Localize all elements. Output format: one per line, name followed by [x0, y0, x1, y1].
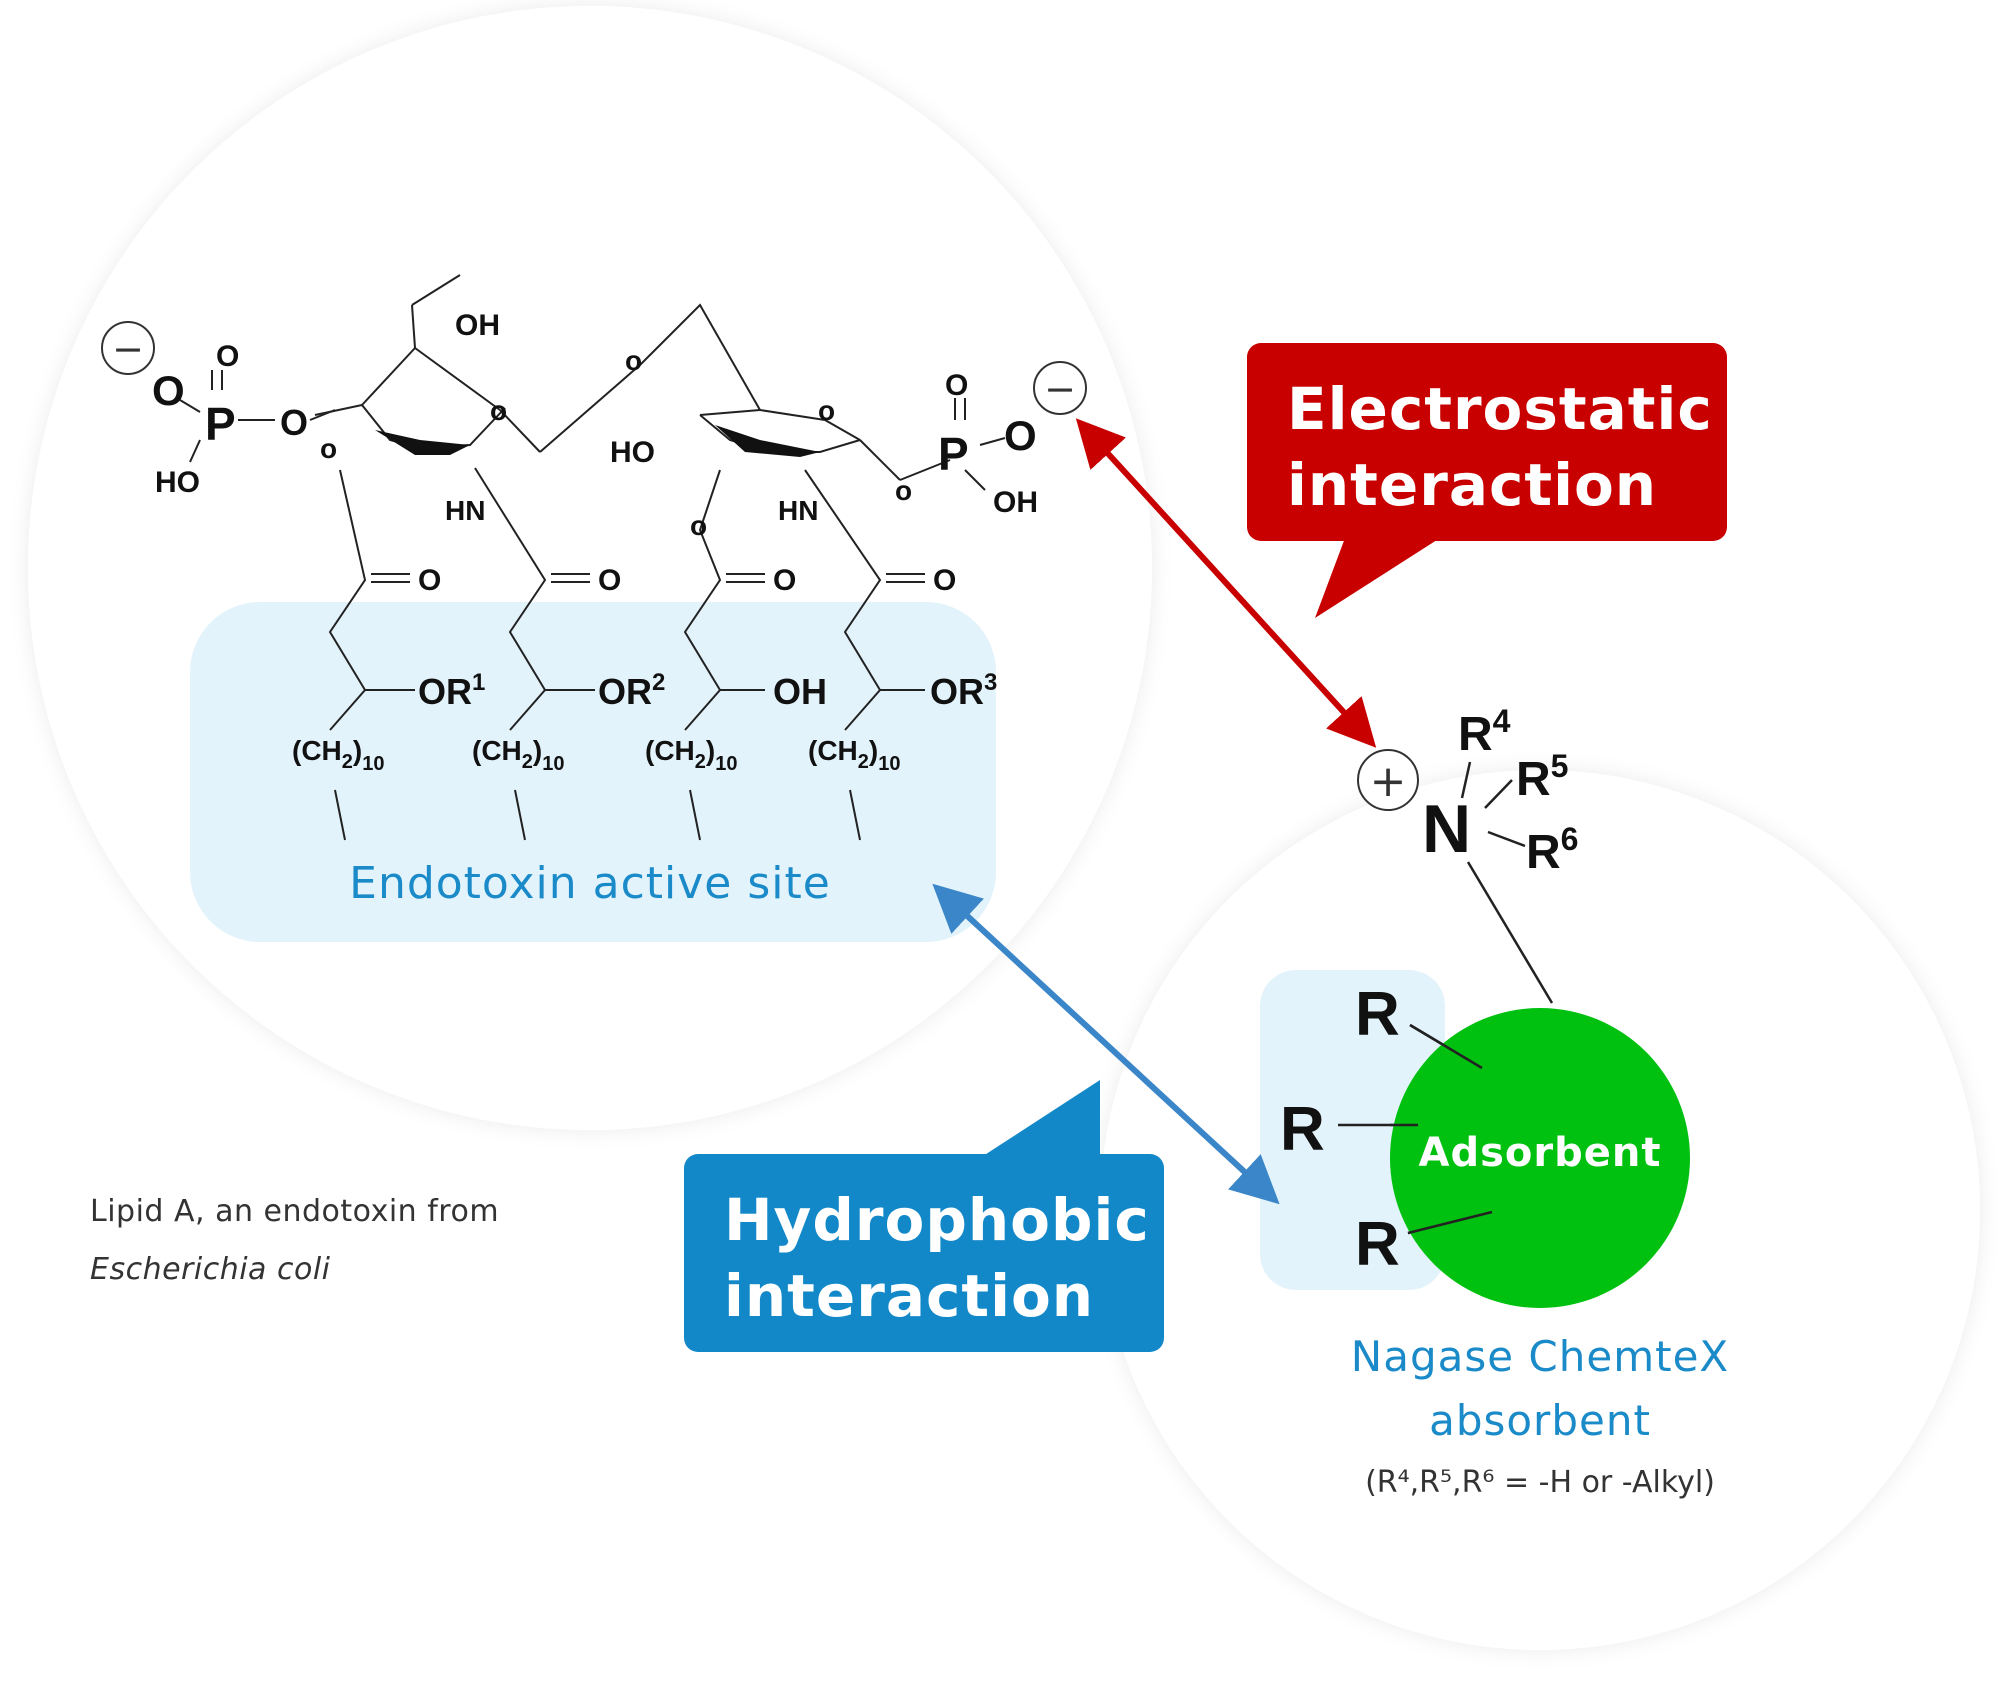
atom-label: O	[945, 369, 968, 402]
or2-label: OR2	[598, 669, 665, 712]
atom-label: o	[895, 475, 912, 506]
r-group-definition: (R⁴,R⁵,R⁶ = -H or -Alkyl)	[1365, 1465, 1715, 1500]
lipid-a-structure	[179, 274, 1006, 841]
electrostatic-callout-line2: interaction	[1287, 451, 1658, 519]
right-phosphate-charge-circle	[1033, 361, 1087, 415]
ch2-label: (CH2)10	[472, 735, 564, 775]
atom-label: o	[625, 345, 642, 376]
atom-label: o	[818, 395, 835, 426]
atom-label: O	[216, 340, 239, 373]
atom-label: O	[1004, 412, 1037, 459]
atom-label: O	[152, 367, 185, 414]
adsorbent-bead	[1390, 1008, 1690, 1308]
atom-label: O	[418, 564, 441, 597]
atom-label: P	[938, 428, 969, 480]
oh-chain-label: OH	[773, 671, 827, 712]
caption-species: Escherichia coli	[90, 1252, 331, 1287]
hydrophobic-callout-tail	[980, 1080, 1100, 1158]
caption-line1: Lipid A, an endotoxin from	[90, 1194, 500, 1229]
hydrophobic-callout-line2: interaction	[724, 1262, 1095, 1330]
atom-label: O	[598, 564, 621, 597]
r5-label: R5	[1516, 748, 1568, 806]
electrostatic-callout-tail	[1315, 538, 1440, 618]
ch2-label: (CH2)10	[645, 735, 737, 775]
atom-label: O	[773, 564, 796, 597]
atom-label: HN	[445, 495, 485, 526]
left-phosphate-charge-circle	[101, 321, 155, 375]
r-label: R	[1355, 980, 1400, 1049]
ammonium-plus-sign: +	[1370, 756, 1407, 807]
adsorbent-r-group-region	[1260, 970, 1445, 1290]
or1-label: OR1	[418, 669, 485, 712]
electrostatic-interaction-arrow	[1075, 418, 1377, 748]
atom-label: HN	[778, 495, 818, 526]
endotoxin-active-site-region	[190, 602, 996, 942]
atom-label: o	[490, 395, 507, 426]
ammonium-group: N R4 R5 R6 R R R	[1280, 703, 1578, 1279]
r-label: R	[1280, 1095, 1325, 1164]
r-label: R	[1355, 1210, 1400, 1279]
hydrophobic-callout-line1: Hydrophobic	[724, 1186, 1150, 1254]
nagase-absorbent-label: Nagase ChemteX absorbent	[1300, 1325, 1780, 1453]
adsorbent-label: Adsorbent	[1418, 1130, 1662, 1176]
atom-label: P	[205, 398, 236, 450]
atom-label: OH	[993, 486, 1038, 519]
endotoxin-active-site-label: Endotoxin active site	[349, 858, 831, 909]
electrostatic-interaction-callout: Electrostatic interaction	[1247, 343, 1727, 541]
or3-label: OR3	[930, 669, 997, 712]
lipid-a-background-circle	[28, 6, 1152, 1130]
r4-label: R4	[1458, 703, 1511, 761]
ch2-label: (CH2)10	[292, 735, 384, 775]
hydrophobic-interaction-arrow	[932, 883, 1280, 1205]
atom-label: o	[690, 510, 707, 541]
electrostatic-callout-line1: Electrostatic	[1287, 375, 1713, 443]
atom-label: O	[280, 402, 308, 443]
atom-label: HO	[155, 466, 200, 499]
nagase-label-line1: Nagase ChemteX	[1350, 1332, 1730, 1381]
figure-caption: Lipid A, an endotoxin from Escherichia c…	[90, 1183, 499, 1299]
hydrophobic-interaction-callout: Hydrophobic interaction	[684, 1154, 1164, 1352]
nitrogen-label: N	[1422, 791, 1471, 867]
ammonium-charge-circle	[1357, 749, 1419, 811]
atom-label: OH	[455, 309, 500, 342]
atom-label: o	[320, 433, 337, 464]
atom-label: O	[933, 564, 956, 597]
ch2-label: (CH2)10	[808, 735, 900, 775]
nagase-label-line2: absorbent	[1429, 1396, 1651, 1445]
r6-label: R6	[1526, 821, 1578, 879]
right-phosphate-minus-sign: −	[1044, 367, 1076, 411]
left-phosphate-minus-sign: −	[112, 327, 144, 371]
atom-label: HO	[610, 436, 655, 469]
